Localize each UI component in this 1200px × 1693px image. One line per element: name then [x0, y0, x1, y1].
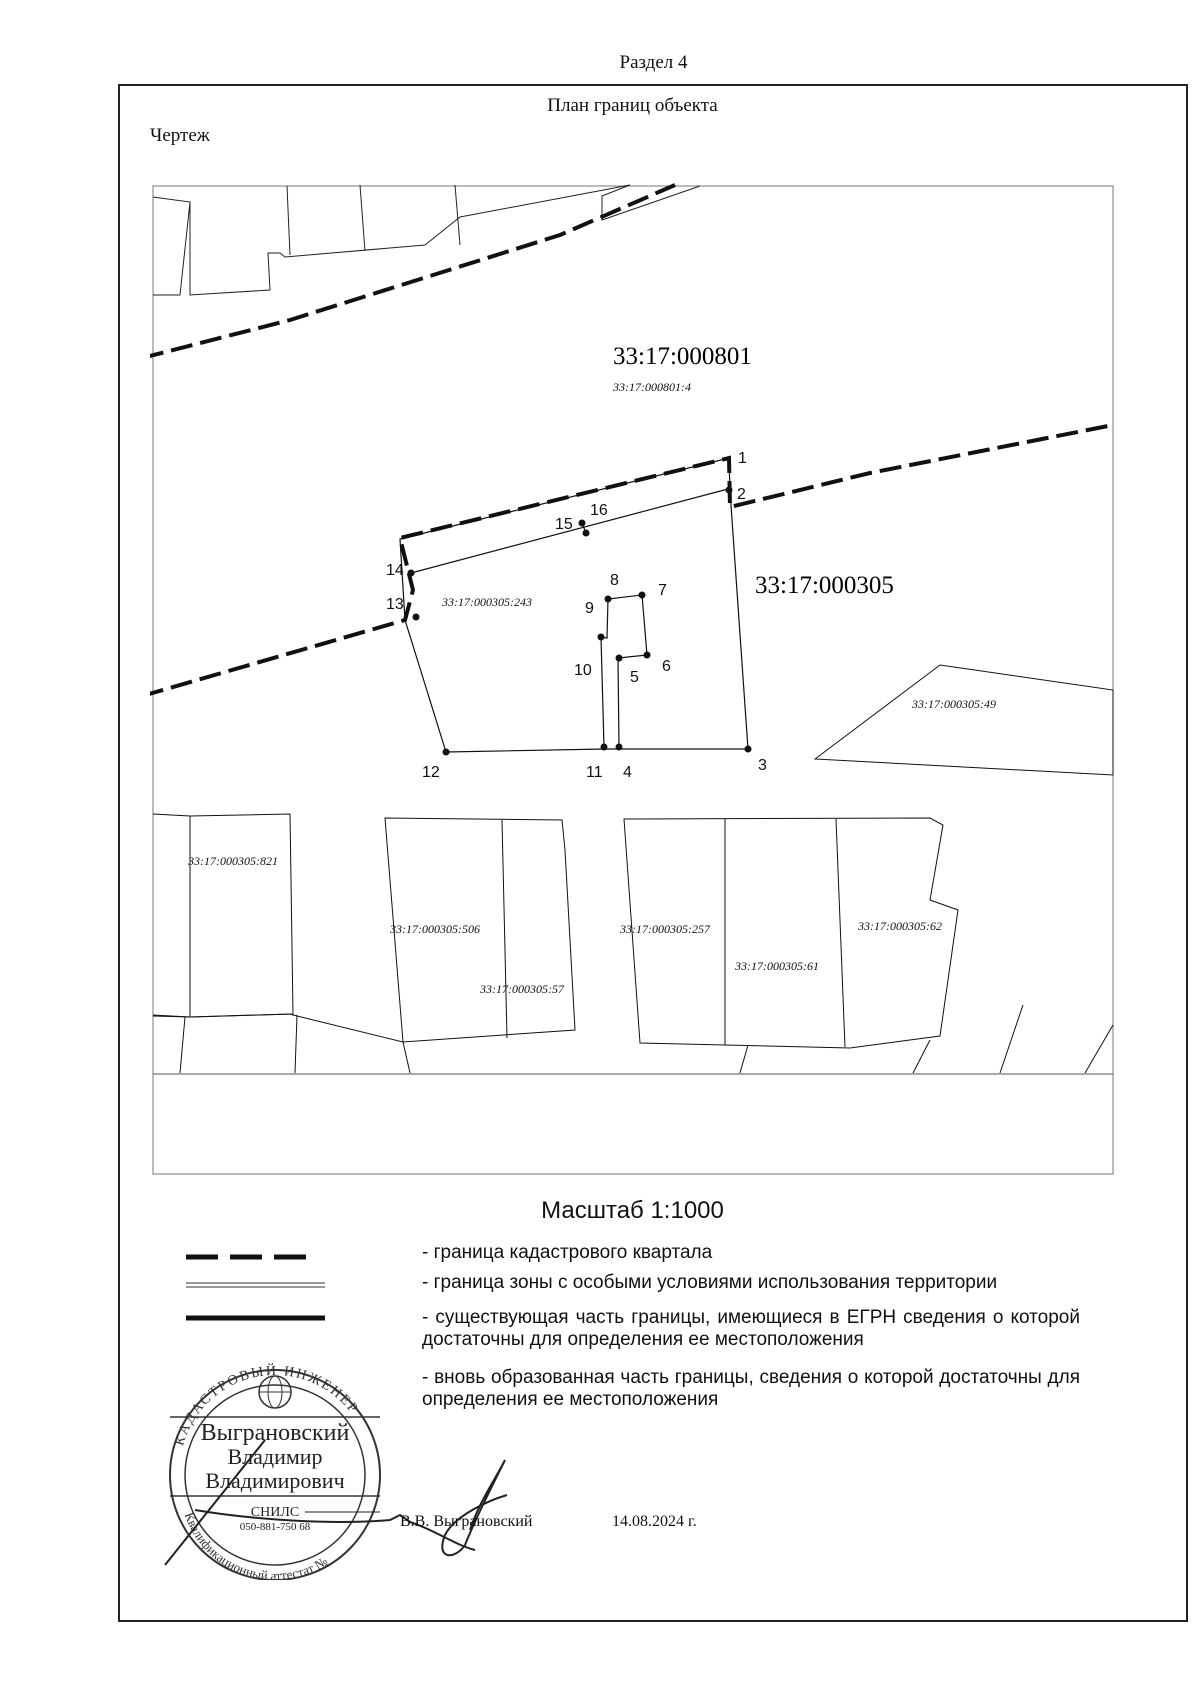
zone-line [410, 488, 729, 574]
drawing-label: Чертеж [150, 125, 210, 146]
point-label-16: 16 [590, 502, 608, 519]
legend-text: - существующая часть границы, имеющиеся … [422, 1307, 1080, 1350]
plan-title: План границ объекта [547, 95, 718, 116]
point-label-7: 7 [658, 582, 667, 599]
point-label-5: 5 [630, 669, 639, 686]
point-label-1: 1 [738, 450, 747, 467]
quarter-label-801: 33:17:000801 [613, 343, 752, 370]
legend-text: - граница кадастрового квартала [422, 1242, 713, 1263]
point-label-9: 9 [585, 600, 594, 617]
map-frame [152, 185, 1114, 1175]
engineer-stamp: КАДАСТРОВЫЙ ИНЖЕНЕР Квалификационный атт… [164, 1362, 508, 1580]
point-label-15: 15 [555, 516, 573, 533]
parcel-label-243: 33:17:000305:243 [441, 595, 532, 609]
scale-label: Масштаб 1:1000 [541, 1197, 724, 1224]
signature-date: 14.08.2024 г. [612, 1513, 697, 1530]
signature-scribble [164, 1439, 508, 1566]
legend-text: - вновь образованная часть границы, свед… [422, 1367, 1080, 1410]
parcel-label-821: 33:17:000305:821 [187, 854, 278, 868]
quarter-label-305: 33:17:000305 [755, 572, 894, 599]
bottom-parcels [152, 813, 1114, 1074]
point-label-14: 14 [386, 562, 404, 579]
point-label-10: 10 [574, 662, 592, 679]
stamp-line-5: 050-881-750 68 [240, 1521, 311, 1533]
section-header: Раздел 4 [619, 52, 688, 73]
building-contour [600, 594, 648, 748]
parcel-label-57: 33:17:000305:57 [479, 982, 565, 996]
parcel-label-801-4: 33:17:000801:4 [612, 380, 691, 394]
quarter-boundary-middle [150, 423, 1114, 696]
point-label-13: 13 [386, 596, 404, 613]
point-label-6: 6 [662, 658, 671, 675]
stamp-line-1: Выграновский [201, 1420, 350, 1446]
legend-text: - граница зоны с особыми условиями испол… [422, 1272, 998, 1293]
cadastral-map: 33:17:000801 33:17:000305 33:17:000801:4… [150, 183, 1114, 1175]
signature-name: В.В. Выграновский [400, 1513, 533, 1530]
point-label-3: 3 [758, 757, 767, 774]
stamp-line-2: Владимир [227, 1444, 322, 1469]
point-label-8: 8 [610, 572, 619, 589]
legend-sample-solid [186, 1315, 325, 1321]
point-label-12: 12 [422, 764, 440, 781]
globe-icon [258, 1375, 292, 1409]
point-label-4: 4 [623, 764, 632, 781]
quarter-boundary-upper [150, 183, 676, 359]
parcel-243-boundary [399, 457, 749, 753]
point-label-11: 11 [586, 764, 603, 781]
stamp-line-3: Владимирович [205, 1468, 344, 1493]
legend-sample-double [186, 1282, 325, 1288]
stamp-line-4: СНИЛС [251, 1505, 299, 1520]
parcel-label-506: 33:17:000305:506 [389, 922, 480, 936]
parcel-label-49: 33:17:000305:49 [911, 697, 996, 711]
parcel-label-62: 33:17:000305:62 [857, 919, 942, 933]
parcel-label-61: 33:17:000305:61 [734, 959, 819, 973]
parcel-label-257: 33:17:000305:257 [619, 922, 711, 936]
page-frame [118, 84, 1188, 1622]
point-label-2: 2 [737, 486, 746, 503]
top-parcels [152, 184, 701, 296]
boundary-points [407, 486, 752, 756]
legend-sample-dashed [186, 1254, 318, 1260]
parcel-49-boundary [813, 664, 1114, 776]
